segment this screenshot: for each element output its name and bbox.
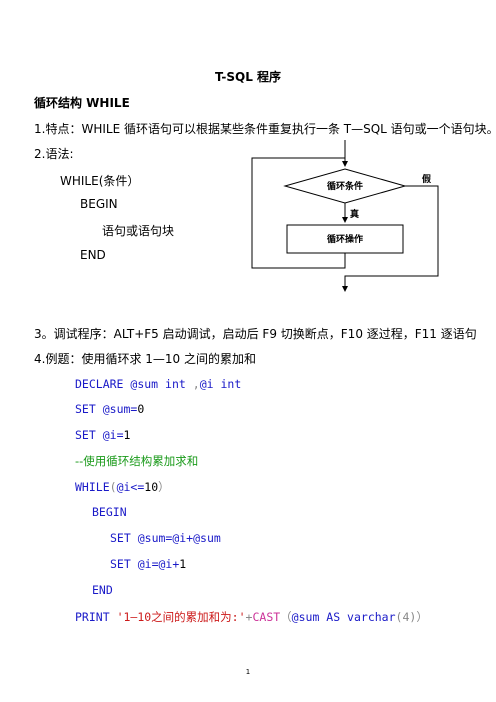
code-line-begin: BEGIN xyxy=(92,505,127,519)
condition-label: 循环条件 xyxy=(327,180,363,192)
page-title: T-SQL 程序 xyxy=(214,70,282,84)
code-line-set-sum: SET @sum=0 xyxy=(75,402,145,416)
code-line-print: PRINT '1—10之间的累加和为:'+CAST（@sum AS varcha… xyxy=(75,610,428,624)
paragraph-syntax: 2.语法: xyxy=(34,147,74,161)
flow-arrow-false xyxy=(342,185,439,292)
syntax-body: 语句或语句块 xyxy=(102,224,175,238)
while-flowchart: 循环条件 真 循环操作 假 xyxy=(251,140,439,292)
code-comment: --使用循环结构累加求和 xyxy=(75,454,199,468)
true-label: 真 xyxy=(350,208,359,220)
page-number: 1 xyxy=(245,668,251,676)
code-line-while: WHILE(@i<=10） xyxy=(75,480,170,494)
paragraph-debug: 3。调试程序：ALT+F5 启动调试，启动后 F9 切换断点，F10 逐过程，F… xyxy=(34,327,477,341)
code-line-set-i-inc: SET @i=@i+1 xyxy=(110,557,187,571)
false-label: 假 xyxy=(422,173,432,185)
syntax-end: END xyxy=(80,248,106,262)
code-line-set-sum-add: SET @sum=@i+@sum xyxy=(110,531,221,545)
action-label: 循环操作 xyxy=(327,233,363,245)
code-line-set-i: SET @i=1 xyxy=(75,428,131,442)
code-line-declare: DECLARE @sum int ,@i int xyxy=(75,377,242,391)
action-box xyxy=(286,224,404,254)
paragraph-feature: 1.特点：WHILE 循环语句可以根据某些条件重复执行一条 T—SQL 语句或一… xyxy=(34,122,496,136)
flow-loop-back xyxy=(251,157,346,269)
section-heading: 循环结构 WHILE xyxy=(34,96,130,110)
syntax-begin: BEGIN xyxy=(80,197,118,211)
paragraph-example: 4.例题：使用循环求 1—10 之间的累加和 xyxy=(34,352,256,366)
code-line-end: END xyxy=(92,583,113,597)
syntax-while-line: WHILE(条件） xyxy=(60,174,140,188)
